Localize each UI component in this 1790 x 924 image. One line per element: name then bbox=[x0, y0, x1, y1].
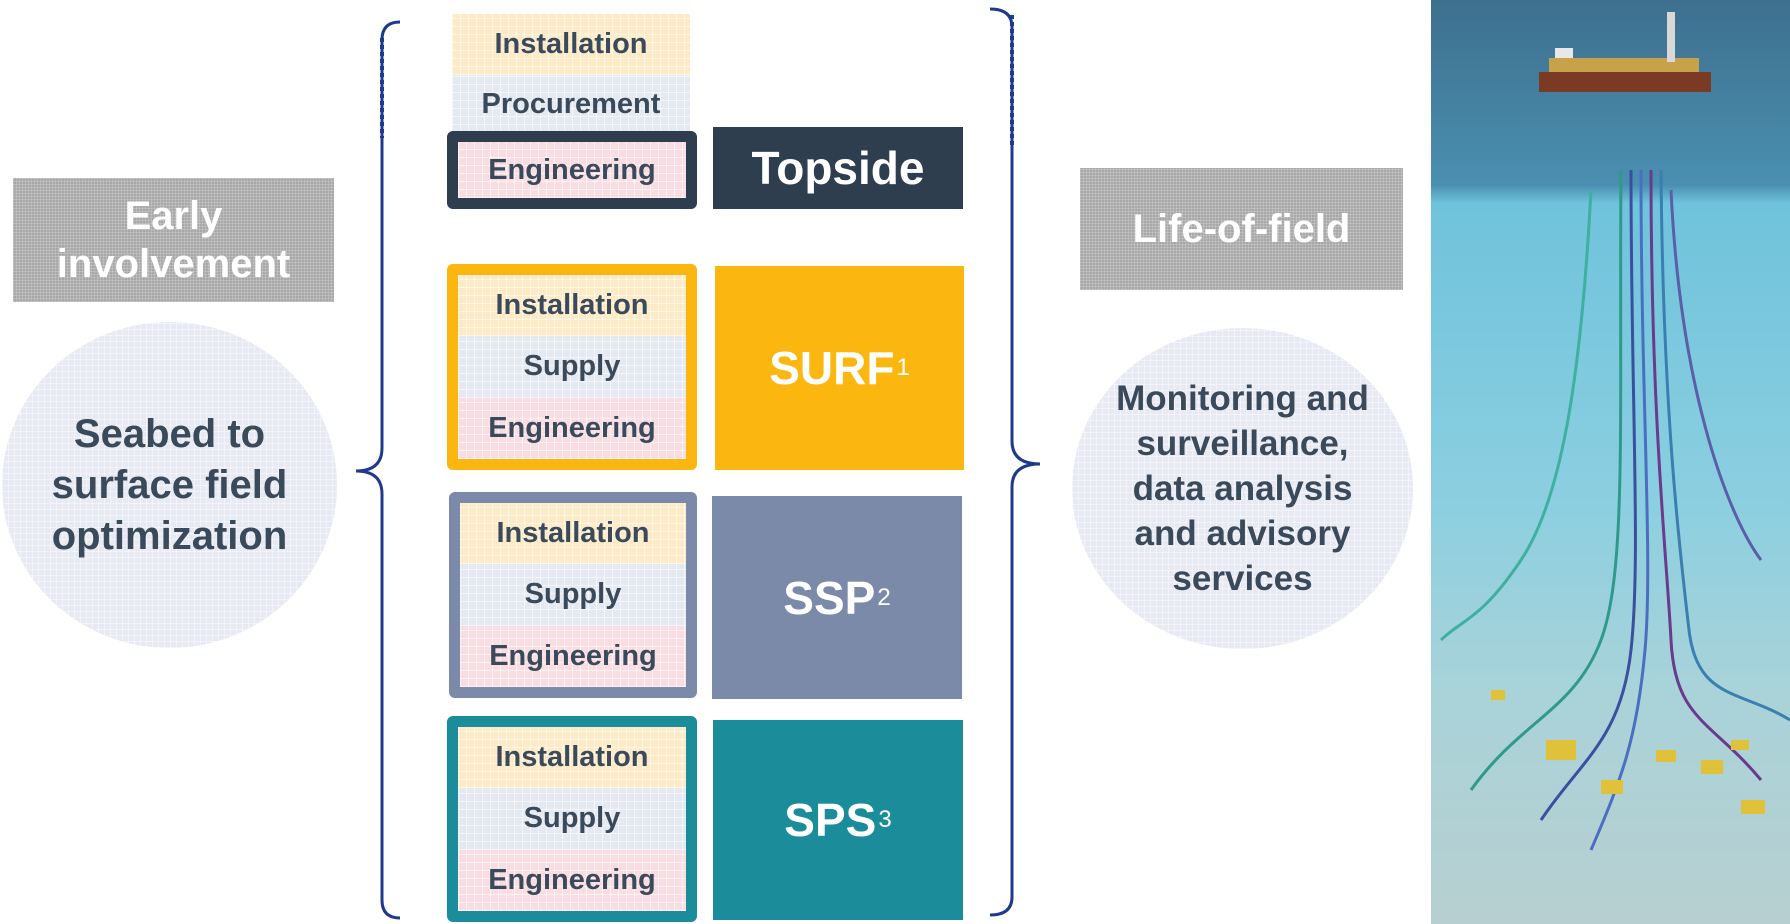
topside-block: Topside bbox=[713, 127, 963, 209]
subsea-field-illustration bbox=[1431, 0, 1790, 924]
seabed-to-surface-text: Seabed to surface field optimization bbox=[51, 411, 288, 558]
surf-supply-layer: Supply bbox=[458, 336, 686, 398]
ssp-engineering-layer: Engineering bbox=[460, 625, 686, 687]
ssp-engineering-label: Engineering bbox=[489, 639, 657, 672]
surf-installation-label: Installation bbox=[495, 289, 649, 322]
life-of-field-text: Life-of-field bbox=[1132, 206, 1351, 251]
ssp-supply-label: Supply bbox=[524, 578, 622, 611]
topside-engineering-label: Engineering bbox=[488, 153, 656, 186]
topside-procurement-label: Procurement bbox=[481, 87, 661, 120]
ssp-stack-frame: Installation Supply Engineering bbox=[449, 492, 697, 698]
right-bracket bbox=[989, 7, 1041, 917]
topside-label: Topside bbox=[751, 142, 925, 194]
surf-engineering-layer: Engineering bbox=[458, 397, 686, 459]
ssp-label: SSP bbox=[783, 571, 876, 624]
sps-supply-label: Supply bbox=[523, 802, 621, 835]
surf-label: SURF bbox=[769, 342, 895, 394]
seabed-to-surface-circle: Seabed to surface field optimization bbox=[2, 322, 337, 648]
left-bracket bbox=[355, 20, 401, 920]
sps-engineering-layer: Engineering bbox=[458, 849, 686, 911]
sps-installation-label: Installation bbox=[495, 741, 649, 774]
surf-engineering-label: Engineering bbox=[488, 411, 656, 444]
life-of-field-tag: Life-of-field bbox=[1080, 168, 1403, 290]
sps-supply-layer: Supply bbox=[458, 788, 686, 850]
early-involvement-tag: Early involvement bbox=[13, 178, 334, 302]
sps-installation-layer: Installation bbox=[458, 727, 686, 789]
sps-engineering-label: Engineering bbox=[488, 863, 656, 896]
surf-stack-frame: Installation Supply Engineering bbox=[447, 264, 697, 470]
monitoring-services-text: Monitoring and surveillance, data analys… bbox=[1116, 379, 1369, 598]
surf-supply-label: Supply bbox=[523, 350, 621, 383]
sps-stack-frame: Installation Supply Engineering bbox=[447, 716, 697, 922]
ssp-supply-layer: Supply bbox=[460, 564, 686, 626]
ssp-installation-layer: Installation bbox=[460, 503, 686, 565]
topside-engineering-frame: Engineering bbox=[447, 131, 697, 209]
ssp-installation-label: Installation bbox=[496, 517, 650, 550]
topside-installation-label: Installation bbox=[494, 28, 648, 60]
topside-procurement-layer: Procurement bbox=[452, 75, 690, 133]
early-involvement-text: Early involvement bbox=[56, 194, 291, 286]
sps-label: SPS bbox=[784, 794, 877, 846]
surf-installation-layer: Installation bbox=[458, 275, 686, 337]
topside-engineering-layer: Engineering bbox=[458, 142, 686, 198]
monitoring-services-circle: Monitoring and surveillance, data analys… bbox=[1072, 328, 1413, 649]
topside-installation-layer: Installation bbox=[452, 14, 690, 75]
